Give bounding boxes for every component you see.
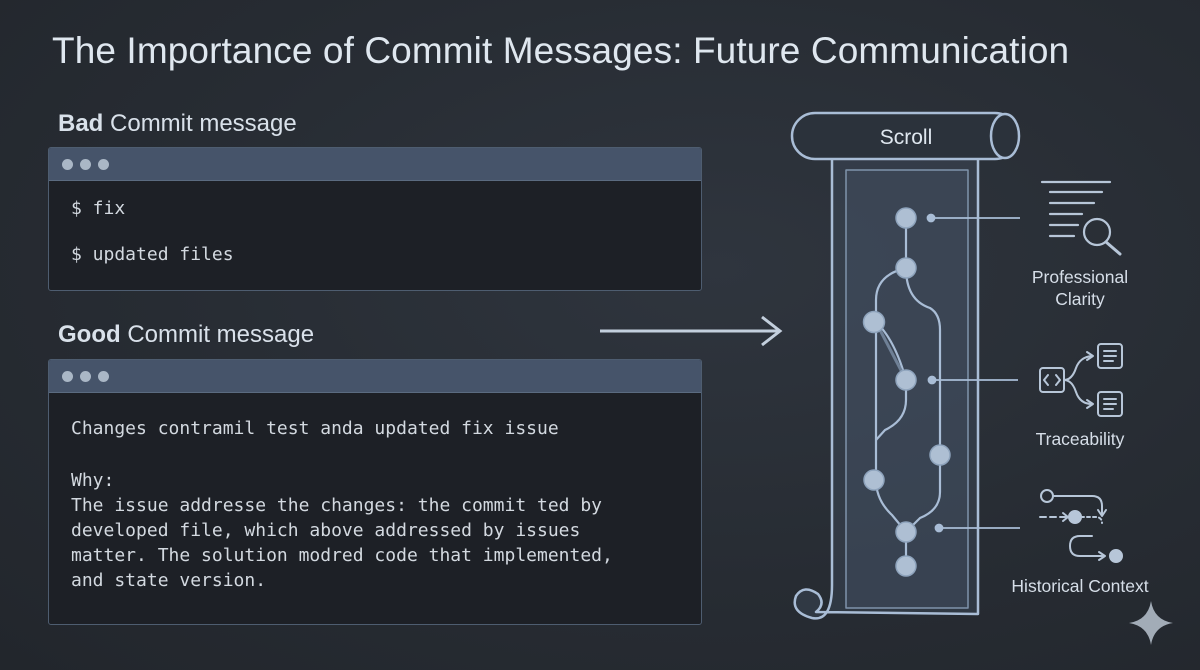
terminal-line: $ fix [71,198,126,219]
commit-node [895,521,917,543]
good-label-rest: Commit message [120,321,315,348]
document-search-icon [1040,180,1122,256]
benefit-clarity-line2: Clarity [1055,289,1105,309]
terminal-line: developed file, which above addressed by… [71,520,581,541]
commit-node [862,310,886,334]
terminal-titlebar [49,360,701,393]
bad-commit-terminal: $ fix $ updated files [48,147,702,291]
code-branch-icon [1039,343,1123,417]
commit-node [863,469,885,491]
terminal-titlebar [49,148,701,181]
page-title: The Importance of Commit Messages: Futur… [52,30,1070,71]
window-dot-icon [80,370,91,382]
scroll-body [793,156,980,620]
commit-node [929,444,951,466]
sparkle-icon [1129,601,1173,645]
bad-label-rest: Commit message [103,110,297,137]
bad-section-label: Bad Commit message [58,110,297,138]
commit-node [895,207,917,229]
window-dot-icon [62,158,73,170]
benefit-clarity: Professional Clarity [1014,266,1146,310]
terminal-line: $ updated files [71,244,234,265]
timeline-flow-icon [1039,489,1123,563]
terminal-line: matter. The solution modred code that im… [71,545,613,566]
terminal-line: Why: [71,470,115,491]
arrow-right-icon [600,315,783,347]
terminal-line: and state version. [71,570,267,591]
good-label-bold: Good [58,321,121,348]
window-dot-icon [80,158,91,170]
scroll-label: Scroll [880,126,933,149]
window-dot-icon [62,370,73,382]
window-dot-icon [98,158,109,170]
commit-node [895,369,917,391]
benefit-history: Historical Context [1011,576,1149,596]
commit-nodes [862,207,951,577]
commit-node [895,257,917,279]
good-section-label: Good Commit message [58,321,314,349]
benefit-clarity-line1: Professional [1031,267,1129,287]
terminal-line: The issue addresse the changes: the comm… [71,495,603,516]
benefit-traceability: Traceability [1035,429,1125,449]
bad-label-bold: Bad [58,110,104,137]
commit-node [895,555,917,577]
window-dot-icon [98,370,109,382]
terminal-line: Changes contramil test anda updated fix … [71,418,559,439]
good-commit-terminal: Changes contramil test anda updated fix … [48,359,702,625]
